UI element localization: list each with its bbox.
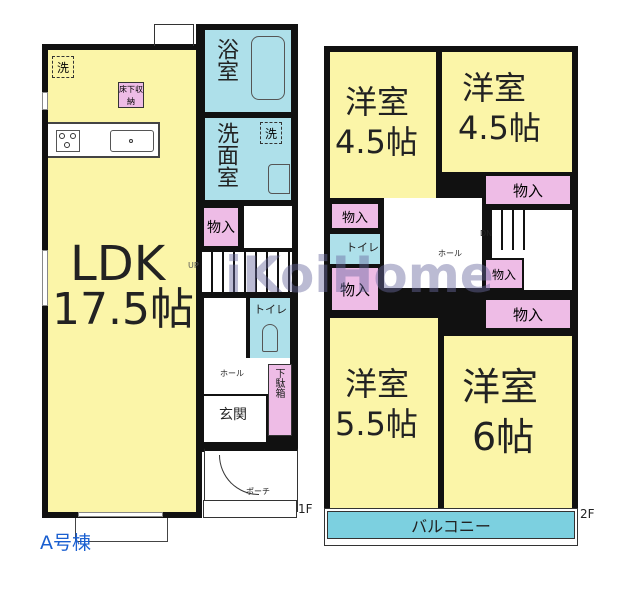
stairs-1f[interactable] [202,252,292,292]
room-sw-name: 洋室 [345,365,410,403]
room-ne-size: 4.5帖 [458,109,541,147]
storage-stair: 物入 [484,258,524,290]
washer-mark-washroom: 洗 [260,122,282,144]
washer-label: 洗 [56,60,69,75]
room-nw-name: 洋室 [345,83,410,121]
room-nw-size: 4.5帖 [335,123,418,161]
storage-label: 物入 [339,280,370,299]
entrance [204,396,266,442]
toilet-2f [330,234,380,264]
storage-label: 物入 [207,220,235,236]
room-sw [330,318,438,508]
toilet-label-2f: トイレ [346,241,379,254]
underfloor-storage-label: 床下収納 [119,85,143,106]
hall-2f [384,198,482,288]
toilet-label: トイレ [254,303,287,316]
room-nw [330,52,436,198]
hall-label: ホール [220,369,244,378]
ldk-size: 17.5帖 [52,284,194,335]
room-ne-name: 洋室 [462,69,527,107]
balcony-label: バルコニー [411,517,491,536]
shoe-box [268,364,292,436]
balcony-outer: バルコニー [324,508,578,546]
storage-label: 物入 [512,305,543,324]
storage-nw: 物入 [330,202,380,230]
window [78,512,163,517]
terrace [75,518,168,542]
floor-label-2f: 2F [580,507,595,521]
bathtub-icon [251,36,285,100]
balcony: バルコニー [327,511,575,539]
door [154,24,194,46]
kitchen-counter [48,122,160,158]
stove-icon [56,130,80,152]
entrance-label: 玄関 [219,407,247,423]
hall-label-2f: ホール [438,249,462,258]
storage-w: 物入 [330,266,380,312]
washroom [205,118,291,200]
building-label: A号棟 [40,532,91,554]
stairs-down-label: DN [480,229,493,238]
sink-icon [110,130,154,152]
storage-ne: 物入 [484,174,572,206]
washer-mark: 洗 [52,56,74,78]
floor-label-1f: 1F [298,502,313,516]
stair-landing [244,206,292,248]
window [42,92,48,110]
room-ne [442,52,572,172]
room-se-size: 6帖 [472,415,535,459]
storage-1f: 物入 [202,206,240,248]
ldk-room-lower [48,150,196,512]
window [42,250,48,306]
storage-label: 物入 [491,267,516,282]
room-se-name: 洋室 [462,365,539,409]
underfloor-storage: 床下収納 [118,82,144,108]
washroom-label: 洗面室 [213,122,238,188]
watermark: iKoiHome [225,246,494,304]
stairs-up-label: UP [188,261,199,270]
toilet-icon [262,324,278,352]
bath-room [205,30,245,112]
bathtub-area [245,30,291,112]
room-sw-size: 5.5帖 [335,405,418,443]
washer-label: 洗 [264,126,277,141]
porch-label: ポーチ [246,487,270,496]
shoe-box-label: 下駄箱 [273,368,284,398]
ldk-name: LDK [70,236,166,292]
bath-label: 浴室 [213,38,238,82]
storage-label: 物入 [341,210,368,226]
porch-step [203,500,297,518]
room-se [444,336,572,508]
storage-label: 物入 [512,181,543,200]
toilet-1f [250,298,290,358]
storage-se: 物入 [484,298,572,330]
basin-icon [268,164,290,194]
stairs-2f[interactable] [492,210,572,290]
